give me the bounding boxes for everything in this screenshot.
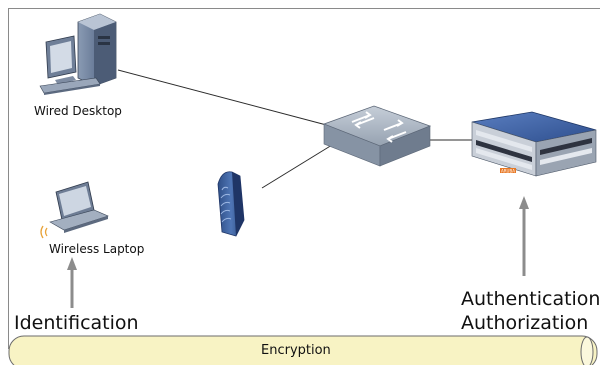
mobility-controller-icon: ARUBA: [471, 111, 597, 177]
encryption-label: Encryption: [261, 343, 331, 358]
diagram-frame: [8, 8, 600, 349]
auth-label-group: Authentication Authorization: [461, 287, 600, 335]
network-switch-icon: [322, 105, 432, 167]
authentication-arrow: [519, 196, 529, 276]
wireless-laptop-label: Wireless Laptop: [49, 242, 145, 256]
link-desktop-switch: [117, 69, 335, 128]
laptop-icon: [40, 181, 109, 239]
wireless-access-point-icon: [217, 171, 245, 237]
wired-desktop-label: Wired Desktop: [34, 104, 122, 118]
authentication-label: Authentication: [461, 288, 600, 310]
encryption-band-end-cap: [580, 336, 594, 365]
aruba-badge: [500, 168, 516, 173]
encryption-band: [8, 335, 598, 365]
authorization-label: Authorization: [461, 312, 589, 334]
controller-brand-text: ARUBA: [501, 169, 515, 174]
identification-label: Identification: [14, 312, 139, 334]
identification-arrow: [67, 257, 77, 308]
link-accesspoint-switch: [261, 144, 333, 189]
desktop-computer-icon: [39, 13, 117, 95]
